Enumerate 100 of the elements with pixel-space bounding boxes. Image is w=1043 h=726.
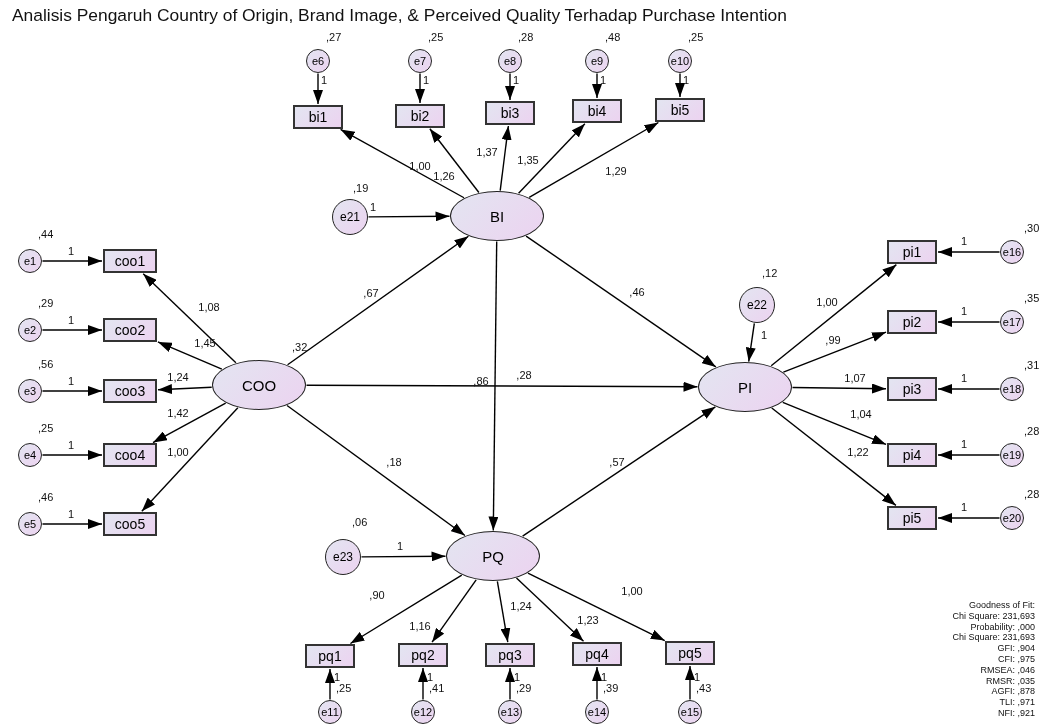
- variance-label: ,28: [1024, 426, 1040, 437]
- node-label: coo2: [114, 322, 146, 338]
- edge-label: 1: [67, 508, 75, 520]
- node-label: pi5: [902, 510, 922, 526]
- node-label: coo3: [114, 383, 146, 399]
- edge-label: 1,04: [850, 408, 872, 420]
- variance-label: ,28: [1024, 489, 1040, 500]
- edge-label: 1,08: [198, 301, 220, 313]
- variance-label: ,12: [762, 268, 778, 279]
- node-label: e1: [23, 255, 37, 267]
- indicator-box: [887, 506, 937, 530]
- diagram-title: Analisis Pengaruh Country of Origin, Brand Image, & Perceived Quality Terhadap Purchase Intention: [12, 5, 787, 26]
- path-arrow: [782, 401, 887, 446]
- edge-label: ,90: [369, 589, 385, 601]
- path-arrow: [528, 121, 660, 199]
- path-arrow: [41, 325, 103, 335]
- path-arrow: [505, 72, 515, 101]
- path-arrow: [286, 404, 466, 537]
- variance-label: ,06: [352, 517, 368, 528]
- indicator-box: [103, 379, 157, 403]
- path-arrow: [937, 317, 1001, 327]
- edge-label: 1: [426, 671, 434, 683]
- edge-label: 1: [599, 74, 607, 86]
- node-label: pq1: [318, 648, 342, 664]
- node-label: e8: [503, 55, 517, 67]
- path-arrow: [349, 574, 463, 645]
- edge-label: 1,42: [167, 407, 189, 419]
- path-arrow: [496, 580, 511, 643]
- edge-label: 1: [512, 74, 520, 86]
- variance-label: ,30: [1024, 223, 1040, 234]
- edge-label: ,99: [825, 334, 841, 346]
- path-arrow: [499, 125, 512, 192]
- error-circle: [678, 700, 702, 724]
- error-circle: [1000, 506, 1024, 530]
- path-arrow: [770, 263, 898, 367]
- path-arrow: [339, 128, 465, 199]
- path-arrow: [675, 72, 685, 98]
- edge-label: 1: [960, 235, 968, 247]
- node-label: e10: [670, 55, 690, 67]
- node-label: e4: [23, 449, 37, 461]
- path-arrow: [325, 668, 335, 701]
- variance-label: ,25: [336, 683, 352, 694]
- edge-label: 1: [369, 201, 377, 213]
- indicator-box: [887, 310, 937, 334]
- indicator-box: [887, 240, 937, 264]
- edge-label: 1: [960, 372, 968, 384]
- fit-statistic: GFI: ,904: [997, 644, 1035, 654]
- edge-label: 1,22: [847, 446, 869, 458]
- edge-label: 1,00: [816, 296, 838, 308]
- edge-label: 1,24: [167, 371, 189, 383]
- path-arrow: [525, 235, 717, 368]
- variance-label: ,56: [38, 359, 54, 370]
- variance-label: ,35: [1024, 293, 1040, 304]
- node-label: e3: [23, 385, 37, 397]
- edge-label: 1,00: [621, 585, 643, 597]
- path-arrow: [41, 519, 103, 529]
- path-arrow: [141, 407, 239, 512]
- edge-label: 1: [67, 245, 75, 257]
- edge-label: 1: [513, 671, 521, 683]
- path-arrow: [521, 406, 717, 537]
- variance-label: ,32: [292, 342, 308, 353]
- error-circle: [18, 249, 42, 273]
- variance-label: ,25: [688, 32, 704, 43]
- path-arrow: [142, 273, 237, 364]
- node-label: bi1: [308, 109, 328, 125]
- error-circle: [332, 199, 368, 235]
- edge-label: 1: [960, 501, 968, 513]
- error-circle: [1000, 377, 1024, 401]
- node-label: coo1: [114, 253, 146, 269]
- node-label: e19: [1002, 449, 1022, 461]
- variance-label: ,27: [326, 32, 342, 43]
- path-arrow: [431, 579, 477, 643]
- indicator-box: [103, 512, 157, 536]
- variance-label: ,39: [603, 683, 619, 694]
- indicator-box: [887, 443, 937, 467]
- edge-label: 1,23: [577, 614, 599, 626]
- variance-label: ,43: [696, 683, 712, 694]
- edge-label: 1: [67, 314, 75, 326]
- variance-label: ,44: [38, 229, 54, 240]
- path-arrow: [157, 384, 213, 395]
- path-arrow: [771, 407, 897, 507]
- node-label: e12: [413, 706, 433, 718]
- indicator-box: [395, 104, 445, 128]
- indicator-box: [655, 98, 705, 122]
- error-circle: [411, 700, 435, 724]
- path-arrow: [313, 72, 323, 105]
- error-circle: [1000, 443, 1024, 467]
- path-arrow: [937, 450, 1001, 460]
- path-arrow: [517, 123, 586, 195]
- latent-ellipse: [698, 362, 792, 412]
- variance-label: ,46: [38, 492, 54, 503]
- indicator-box: [485, 643, 535, 667]
- error-circle: [668, 49, 692, 73]
- path-arrow: [360, 551, 447, 562]
- variance-label: ,28: [518, 32, 534, 43]
- node-label: coo4: [114, 447, 146, 463]
- variance-label: ,25: [428, 32, 444, 43]
- edge-label: 1: [320, 74, 328, 86]
- path-arrow: [527, 572, 666, 642]
- path-arrow: [745, 322, 756, 363]
